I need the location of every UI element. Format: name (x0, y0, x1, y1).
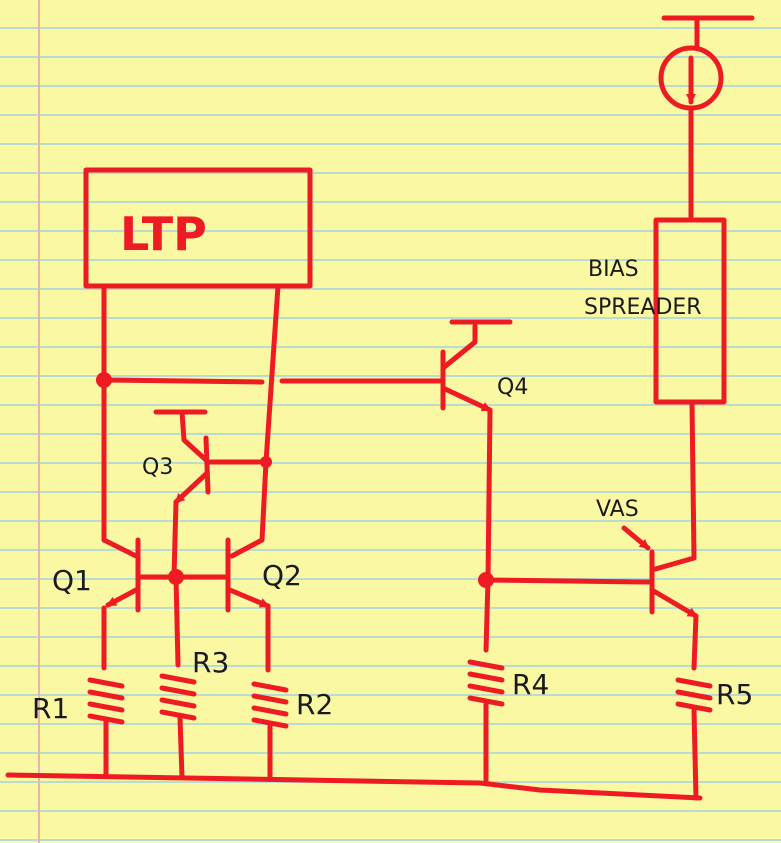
transistor-q3 (153, 409, 272, 505)
bias-spreader-label-line1: BIAS (588, 257, 639, 282)
resistor-r1 (87, 677, 125, 779)
vas-base-wire (483, 577, 653, 585)
ltp-block (83, 167, 313, 289)
vas-label: VAS (596, 497, 639, 522)
resistor-r5 (675, 677, 713, 801)
drive-wire-left (101, 377, 265, 385)
r4-label: R4 (512, 668, 549, 701)
r1-label: R1 (32, 692, 69, 725)
r5-label: R5 (716, 678, 753, 711)
ltp-label: LTP (120, 207, 207, 261)
q1-label: Q1 (52, 564, 92, 597)
transistor-q1 (101, 537, 141, 613)
resistor-r4 (467, 659, 505, 785)
resistor-r2 (251, 681, 289, 781)
ltp-right-output-wire (259, 283, 281, 543)
q4-label: Q4 (497, 375, 528, 400)
r2-label: R2 (296, 688, 333, 721)
transistor-vas (649, 549, 699, 619)
ground-rail (5, 772, 703, 801)
transistor-q4 (440, 319, 513, 413)
r5-top-wire (691, 613, 699, 671)
bias-spreader-label-line2: SPREADER (584, 295, 702, 320)
q4-emitter-wire (483, 407, 493, 653)
resistor-r3 (159, 673, 197, 780)
vas-pointer-arrow (621, 525, 651, 551)
r3-label: R3 (192, 646, 229, 679)
current-source (658, 15, 755, 223)
q2-label: Q2 (262, 559, 302, 592)
r3-top-wire (173, 574, 181, 668)
vas-collector-wire (689, 399, 697, 561)
q3-label: Q3 (142, 455, 173, 480)
q3-emitter-wire (171, 499, 179, 580)
